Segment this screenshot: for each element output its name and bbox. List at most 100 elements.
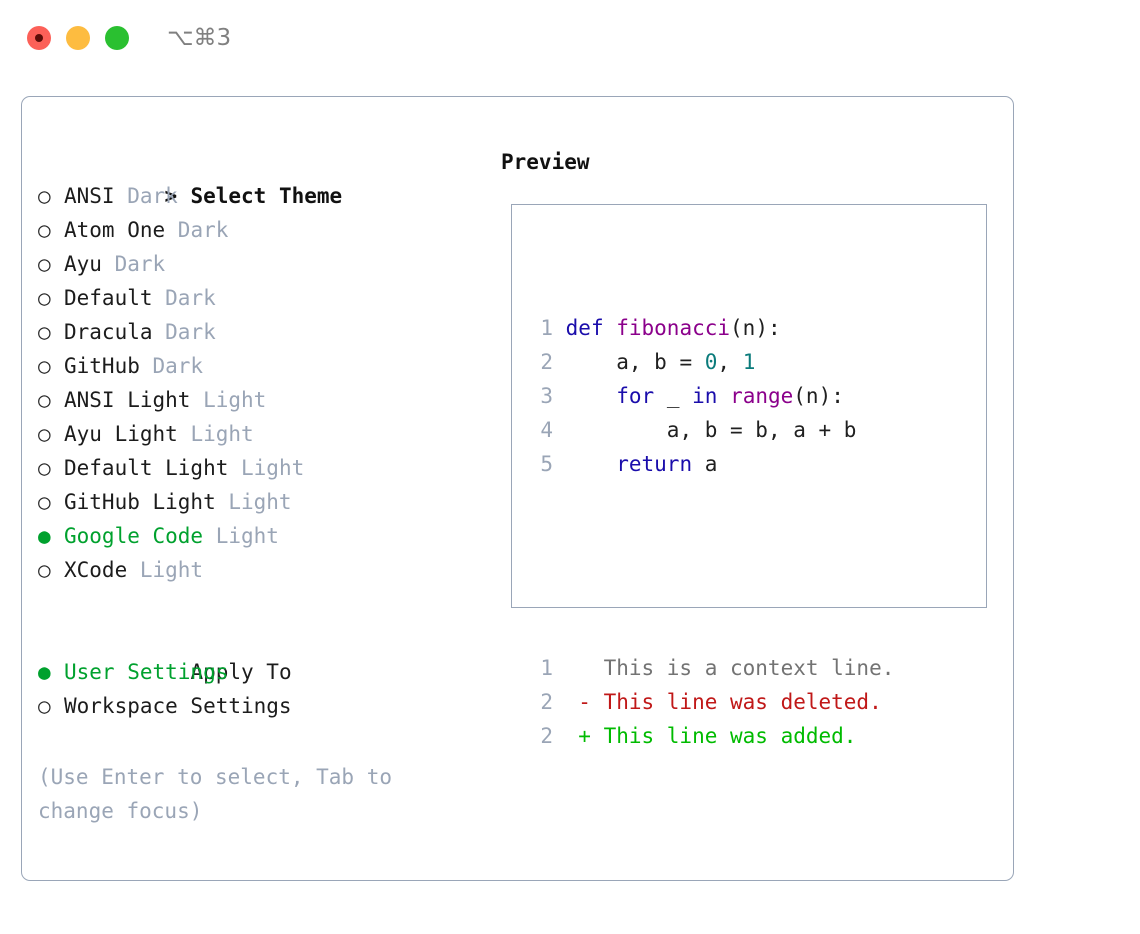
radio-selected-icon: ● bbox=[38, 660, 51, 684]
code-token: 0 bbox=[704, 350, 718, 374]
theme-option-atom-one[interactable]: ○ Atom One Dark bbox=[38, 213, 498, 247]
radio-unselected-icon: ○ bbox=[38, 490, 51, 514]
theme-option-label: Google Code bbox=[64, 524, 204, 548]
theme-option-github-light[interactable]: ○GitHub Light Light bbox=[38, 485, 498, 519]
code-line: 5 return a bbox=[529, 447, 894, 481]
radio-unselected-icon: ○ bbox=[38, 286, 51, 310]
theme-option-ansi[interactable]: ○ANSI Dark bbox=[38, 179, 498, 213]
line-number: 3 bbox=[540, 384, 553, 408]
theme-option-label: Dracula bbox=[64, 320, 153, 344]
code-token: , bbox=[717, 350, 743, 374]
code-token: _ bbox=[654, 384, 693, 408]
theme-option-label: Ayu bbox=[64, 252, 102, 276]
code-diff-spacer bbox=[529, 549, 894, 583]
code-token: def bbox=[565, 316, 617, 340]
code-token: (n): bbox=[730, 316, 781, 340]
radio-unselected-icon: ○ bbox=[38, 354, 51, 378]
code-token bbox=[717, 384, 730, 408]
theme-option-label: Default Light bbox=[64, 456, 229, 480]
code-token: for bbox=[616, 384, 655, 408]
theme-option-default[interactable]: ○ Default Dark bbox=[38, 281, 498, 315]
theme-option-dracula[interactable]: ○ Dracula Dark bbox=[38, 315, 498, 349]
radio-unselected-icon: ○ bbox=[38, 558, 51, 582]
radio-unselected-icon: ○ bbox=[38, 184, 51, 208]
theme-variant-badge: Dark bbox=[101, 252, 166, 276]
theme-option-ansi-light[interactable]: ○ANSI Light Light bbox=[38, 383, 498, 417]
code-token: 1 bbox=[742, 350, 756, 374]
radio-unselected-icon: ○ bbox=[38, 218, 51, 242]
theme-variant-badge: Dark bbox=[139, 354, 204, 378]
radio-unselected-icon: ○ bbox=[38, 388, 51, 412]
apply-to-option-workspace-settings[interactable]: ○ Workspace Settings bbox=[38, 689, 498, 723]
code-token: range bbox=[730, 384, 794, 408]
code-token: a, b = bbox=[565, 350, 705, 374]
diff-line: 1 This is a context line. bbox=[529, 651, 894, 685]
code-line: 3 for _ in range(n): bbox=[529, 379, 894, 413]
preview-header: Preview bbox=[501, 145, 1001, 179]
theme-selector-list: >Select Theme ○ANSI Dark○Atom One Dark○A… bbox=[38, 145, 498, 723]
line-number: 2 bbox=[540, 724, 553, 748]
theme-variant-badge: Light bbox=[228, 456, 305, 480]
radio-unselected-icon: ○ bbox=[38, 252, 51, 276]
apply-to-heading-label: Apply To bbox=[190, 660, 292, 684]
theme-option-label: Default bbox=[64, 286, 153, 310]
radio-unselected-icon: ○ bbox=[38, 694, 51, 718]
code-token: in bbox=[692, 384, 718, 408]
radio-unselected-icon: ○ bbox=[38, 320, 51, 344]
theme-option-label: GitHub bbox=[64, 354, 140, 378]
theme-variant-badge: Light bbox=[127, 558, 204, 582]
diff-line-text: - This line was deleted. bbox=[553, 690, 882, 714]
theme-variant-badge: Dark bbox=[165, 218, 229, 242]
diff-line-text: + This line was added. bbox=[553, 724, 857, 748]
keyboard-hint-text: (Use Enter to select, Tab to change focu… bbox=[38, 765, 405, 823]
code-token: return bbox=[616, 452, 693, 476]
diff-line: 2 - This line was deleted. bbox=[529, 685, 894, 719]
theme-variant-badge: Dark bbox=[152, 286, 216, 310]
apply-to-option-label: User Settings bbox=[64, 660, 229, 684]
theme-option-github[interactable]: ○ GitHub Dark bbox=[38, 349, 498, 383]
line-number: 2 bbox=[540, 350, 553, 374]
line-number: 1 bbox=[540, 316, 553, 340]
theme-option-ayu-light[interactable]: ○Ayu Light Light bbox=[38, 417, 498, 451]
line-number: 4 bbox=[540, 418, 553, 442]
select-theme-heading-label: Select Theme bbox=[190, 184, 343, 208]
theme-option-label: Ayu Light bbox=[64, 422, 178, 446]
theme-variant-badge: Light bbox=[177, 422, 254, 446]
close-button[interactable] bbox=[27, 26, 51, 50]
theme-option-google-code[interactable]: ● Google Code Light bbox=[38, 519, 498, 553]
theme-variant-badge: Dark bbox=[152, 320, 216, 344]
code-token bbox=[566, 384, 617, 408]
code-token: (n): bbox=[793, 384, 844, 408]
preview-title-label: Preview bbox=[501, 150, 590, 174]
theme-option-label: XCode bbox=[64, 558, 128, 582]
spacer bbox=[38, 587, 498, 621]
minimize-button[interactable] bbox=[66, 26, 90, 50]
radio-unselected-icon: ○ bbox=[38, 456, 51, 480]
select-theme-heading: > Select Theme bbox=[38, 145, 498, 208]
theme-option-ayu[interactable]: ○ Ayu Dark bbox=[38, 247, 498, 281]
theme-variant-badge: Light bbox=[203, 524, 279, 548]
line-number: 2 bbox=[540, 690, 553, 714]
theme-variant-badge: Dark bbox=[114, 184, 178, 208]
caret-icon: > bbox=[164, 184, 178, 208]
keyboard-shortcut-label: ⌥⌘3 bbox=[167, 25, 232, 51]
theme-option-label: Atom One bbox=[64, 218, 166, 242]
radio-selected-icon: ● bbox=[38, 524, 51, 548]
code-line: 4 a, b = b, a + b bbox=[529, 413, 894, 447]
code-token: fibonacci bbox=[616, 316, 731, 340]
apply-to-option-label: Workspace Settings bbox=[64, 694, 292, 718]
code-line: 2 a, b = 0, 1 bbox=[529, 345, 894, 379]
theme-option-label: GitHub Light bbox=[64, 490, 216, 514]
line-number: 5 bbox=[540, 452, 553, 476]
theme-variant-badge: Light bbox=[190, 388, 267, 412]
code-token bbox=[566, 452, 617, 476]
theme-option-xcode[interactable]: ○ XCode Light bbox=[38, 553, 498, 587]
traffic-lights bbox=[27, 26, 129, 50]
main-panel: >Select Theme ○ANSI Dark○Atom One Dark○A… bbox=[21, 96, 1014, 881]
apply-to-option-user-settings[interactable]: ● User Settings bbox=[38, 655, 498, 689]
zoom-button[interactable] bbox=[105, 26, 129, 50]
theme-option-default-light[interactable]: ○ Default Light Light bbox=[38, 451, 498, 485]
